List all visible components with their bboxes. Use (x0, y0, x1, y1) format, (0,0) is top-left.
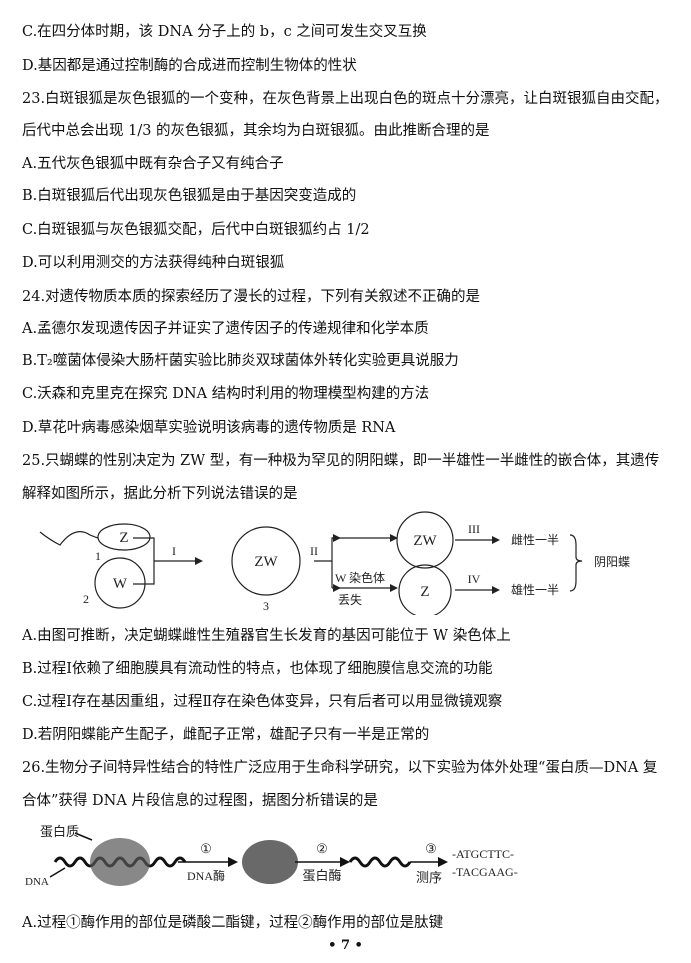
sequence-top: -ATGCTTC- (452, 847, 514, 861)
text-line: 25.只蝴蝶的性别决定为 ZW 型，有一种极为罕见的阴阳蝶，即一半雄性一半雌性的… (22, 453, 660, 469)
text-line: D.若阴阳蝶能产生配子，雌配子正常，雄配子只有一半是正常的 (22, 727, 430, 743)
w-gamete-label: W (113, 576, 128, 592)
text-line: 后代中总会出现 1/3 的灰色银狐，其余均为白斑银狐。由此推断合理的是 (22, 123, 490, 139)
sequencing-label: 测序 (416, 870, 442, 885)
step-1: ① (200, 841, 212, 856)
text-line: B.过程Ⅰ依赖了细胞膜具有流动性的特点，也体现了细胞膜信息交流的功能 (22, 661, 493, 677)
label-3: 3 (263, 599, 269, 613)
text-line: A.孟德尔发现遗传因子并证实了遗传因子的传递规律和化学本质 (22, 321, 429, 337)
text-line: 26.生物分子间特异性结合的特性广泛应用于生命科学研究，以下实验为体外处理“蛋白… (22, 760, 658, 776)
text-line: D.基因都是通过控制酶的合成进而控制生物体的性状 (22, 58, 357, 74)
label-2: 2 (83, 592, 89, 606)
text-line: 合体”获得 DNA 片段信息的过程图，据图分析错误的是 (22, 793, 378, 809)
process-2: II (310, 544, 318, 558)
gynandromorph-label: 阴阳蝶 (594, 554, 630, 569)
text-line: C.白斑银狐与灰色银狐交配，后代中白斑银狐约占 1/2 (22, 222, 370, 238)
page-number: • 7 • (328, 938, 363, 953)
zw-cell-label: ZW (413, 533, 437, 549)
process-1: I (172, 544, 176, 558)
text-line: A.由图可推断，决定蝴蝶雌性生殖器官生长发育的基因可能位于 W 染色体上 (22, 628, 511, 644)
text-line: B.T₂噬菌体侵染大肠杆菌实验比肺炎双球菌体外转化实验更具说服力 (22, 353, 459, 369)
text-line: A.过程①酶作用的部位是磷酸二酯键，过程②酶作用的部位是肽键 (22, 915, 444, 931)
protein-dna-figure: 蛋白质 DNA ① DNA酶 ② 蛋白酶 ③ 测序 -ATGCTTC- -TAC… (25, 824, 518, 888)
step-2: ② (316, 841, 328, 856)
step-3: ③ (425, 841, 437, 856)
male-half: 雄性一半 (511, 582, 559, 597)
protein-complex-icon (242, 840, 298, 884)
sequence-bottom: -TACGAAG- (452, 865, 518, 879)
butterfly-figure: Z W ZW ZW Z 1 2 3 I II III IV W 染色体 丢失 雌… (39, 511, 630, 615)
process-4: IV (468, 572, 481, 586)
process-3: III (468, 522, 480, 536)
w-loss-label: W 染色体 (335, 570, 385, 585)
text-line: 24.对遗传物质本质的探索经历了漫长的过程，下列有关叙述不正确的是 (22, 289, 481, 305)
text-line: C.沃森和克里克在探究 DNA 结构时利用的物理模型构建的方法 (22, 386, 430, 402)
text-line: C.在四分体时期，该 DNA 分子上的 b，c 之间可发生交叉互换 (22, 24, 427, 40)
text-line: 解释如图所示，据此分析下列说法错误的是 (22, 486, 298, 502)
label-1: 1 (95, 549, 101, 563)
text-line: B.白斑银狐后代出现灰色银狐是由于基因突变造成的 (22, 188, 357, 204)
dna-label: DNA (25, 876, 49, 888)
dnase-label: DNA酶 (187, 868, 225, 883)
z-cell-label: Z (420, 584, 429, 600)
text-line: A.五代灰色银狐中既有杂合子又有纯合子 (22, 156, 284, 172)
text-line: 23.白斑银狐是灰色银狐的一个变种，在灰色背景上出现白色的斑点十分漂亮，让白斑银… (22, 91, 669, 107)
w-loss-label-2: 丢失 (338, 592, 362, 607)
text-line: D.可以利用测交的方法获得纯种白斑银狐 (22, 255, 285, 271)
protein-complex-icon (90, 838, 150, 886)
female-half: 雌性一半 (511, 532, 559, 547)
text-line: C.过程Ⅰ存在基因重组，过程Ⅱ存在染色体变异，只有后者可以用显微镜观察 (22, 694, 503, 710)
text-line: D.草花叶病毒感染烟草实验说明该病毒的遗传物质是 RNA (22, 420, 396, 436)
protein-label: 蛋白质 (40, 824, 79, 839)
zygote-label: ZW (254, 554, 278, 570)
z-gamete-label: Z (119, 530, 128, 546)
protease-label: 蛋白酶 (302, 868, 341, 883)
